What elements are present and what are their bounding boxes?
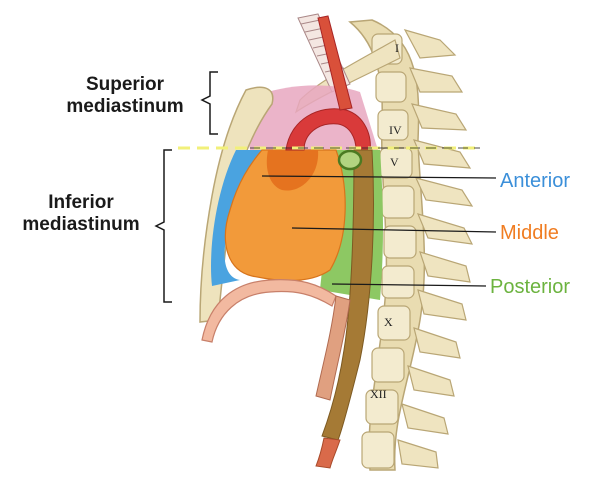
inferior-label-line2: mediastinum (6, 214, 156, 236)
vertebra-label-x: X (384, 315, 393, 329)
middle-label: Middle (500, 222, 559, 244)
vertebra-label-xii: XII (370, 387, 387, 401)
posterior-label: Posterior (490, 276, 570, 298)
vertebra-label-iv: IV (389, 123, 402, 137)
superior-label-line2: mediastinum (50, 96, 200, 118)
descending-aorta (316, 438, 340, 468)
vertebra-label-v: V (390, 155, 399, 169)
inferior-mediastinum-label: Inferior mediastinum (6, 192, 156, 236)
anterior-label: Anterior (500, 170, 570, 192)
superior-label-line1: Superior (50, 74, 200, 96)
inferior-label-line1: Inferior (6, 192, 156, 214)
superior-mediastinum-label: Superior mediastinum (50, 74, 200, 118)
vertebra-label-i: I (395, 41, 399, 55)
superior-bracket (202, 72, 218, 134)
diaphragm (202, 280, 336, 342)
inferior-bracket (156, 150, 172, 302)
left-bronchus (339, 151, 361, 169)
